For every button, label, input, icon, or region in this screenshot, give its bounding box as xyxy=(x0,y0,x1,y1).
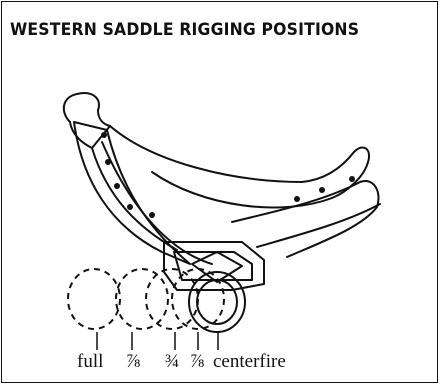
saddle-horn xyxy=(64,93,110,126)
saddle-seat xyxy=(110,126,354,182)
label-seven-eighths-rear: ⅞ xyxy=(190,351,204,373)
label-seven-eighths-front: ⅞ xyxy=(126,351,140,373)
label-full: full xyxy=(77,351,103,373)
ring-seven-eighths-front xyxy=(116,269,168,329)
cinch-ring-inner xyxy=(197,280,237,324)
rear-skirt xyxy=(232,181,378,257)
ring-three-quarter xyxy=(146,269,198,329)
ring-full xyxy=(68,269,120,329)
fender xyxy=(102,142,212,264)
position-ticks xyxy=(97,332,218,350)
label-centerfire: centerfire xyxy=(213,351,286,373)
label-three-quarter: ¾ xyxy=(165,351,179,373)
